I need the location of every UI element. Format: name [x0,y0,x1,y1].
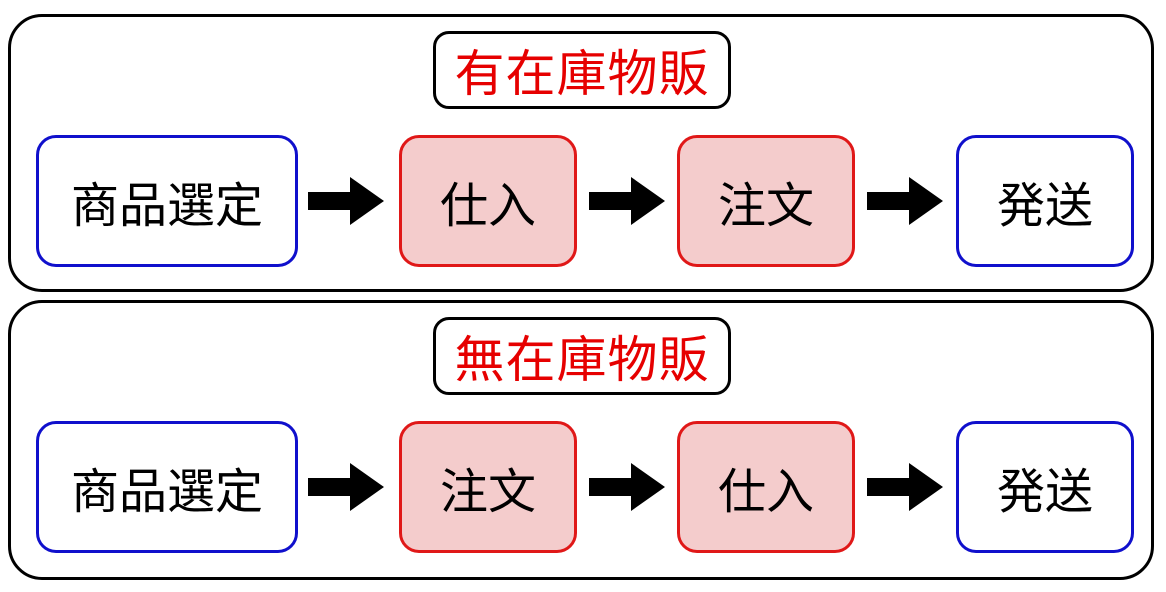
right-arrow-icon [589,461,667,513]
step-box-product-selection: 商品選定 [36,421,298,553]
step-box-order: 注文 [677,135,855,267]
flow-panel-with-inventory: 有在庫物販 商品選定 仕入 注文 発送 [8,14,1154,292]
panel-title: 有在庫物販 [433,31,731,109]
step-box-purchase: 仕入 [677,421,855,553]
right-arrow-icon [308,461,386,513]
right-arrow-icon [589,175,667,227]
step-box-order: 注文 [399,421,577,553]
right-arrow-icon [867,175,945,227]
panel-title: 無在庫物販 [433,317,731,395]
step-box-shipping: 発送 [956,421,1134,553]
panel-title-text: 有在庫物販 [454,45,710,103]
panel-title-text: 無在庫物販 [454,331,710,389]
right-arrow-icon [308,175,386,227]
step-box-purchase: 仕入 [399,135,577,267]
step-box-product-selection: 商品選定 [36,135,298,267]
right-arrow-icon [867,461,945,513]
step-box-shipping: 発送 [956,135,1134,267]
flow-panel-without-inventory: 無在庫物販 商品選定 注文 仕入 発送 [8,300,1154,580]
